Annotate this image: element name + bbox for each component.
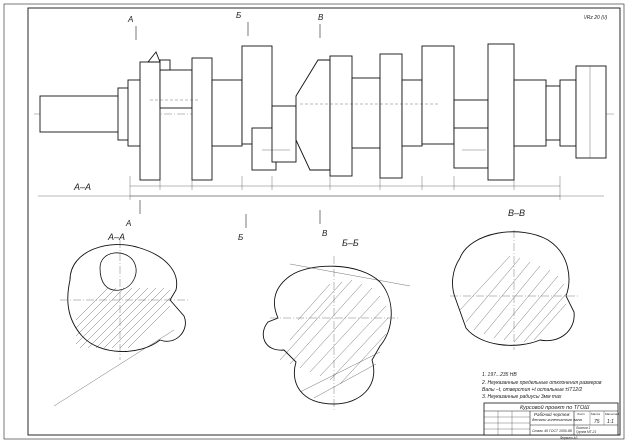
section-aa-label: А–А: [107, 232, 125, 242]
title-format: Формат А3: [560, 436, 578, 440]
title-block: Курсовой проект по ТГОШ Рабочий чертеж д…: [483, 402, 619, 440]
outer-frame: [3, 3, 625, 440]
cut-marker-a-top: А: [127, 15, 133, 24]
cut-marker-v-top: В: [318, 13, 324, 22]
inner-frame: [27, 7, 621, 436]
title-sheet-label: Лист: [576, 412, 585, 416]
title-scale: 1:1: [607, 419, 614, 425]
title-project: Курсовой проект по ТГОШ: [520, 404, 590, 411]
section-vv: [450, 230, 580, 350]
cut-marker-v-bottom: В: [322, 229, 328, 238]
note-3: Валы –t, отверстия +t остальные ±IT12/2: [482, 387, 582, 393]
title-sheets: Листов 1: [575, 426, 590, 430]
title-scale-label: Масштаб: [605, 412, 619, 416]
technical-notes: 1. 197...235 HB 2. Неуказанные предельны…: [481, 372, 602, 400]
title-drawing-name-2: детали коленчатого вала: [532, 417, 583, 422]
section-bb-label: Б–Б: [342, 238, 359, 248]
note-1: 1. 197...235 HB: [482, 372, 517, 378]
section-bb: [262, 256, 411, 410]
main-view-label: А–А: [73, 182, 91, 192]
title-group: Группа МТ-21: [576, 430, 596, 434]
roughness-symbol: \/Rz 20 (\/): [584, 15, 608, 21]
crankshaft-main-view: [34, 43, 614, 200]
cut-marker-b-bottom: Б: [238, 233, 243, 242]
cut-marker-a-bottom: А: [125, 219, 131, 228]
title-mass: 75: [594, 419, 600, 425]
title-material: Сталь 45 ГОСТ 1050-88: [532, 429, 572, 433]
cut-marker-b-top: Б: [236, 11, 241, 20]
title-drawing-name-1: Рабочий чертеж: [534, 411, 570, 417]
section-aa: [53, 240, 190, 407]
title-mass-label: Масса: [591, 412, 600, 416]
note-4: 3. Неуказанные радиусы 3мм max: [482, 394, 562, 400]
note-2: 2. Неуказанные предельные отклонения раз…: [481, 380, 602, 386]
section-vv-label: В–В: [508, 208, 525, 218]
